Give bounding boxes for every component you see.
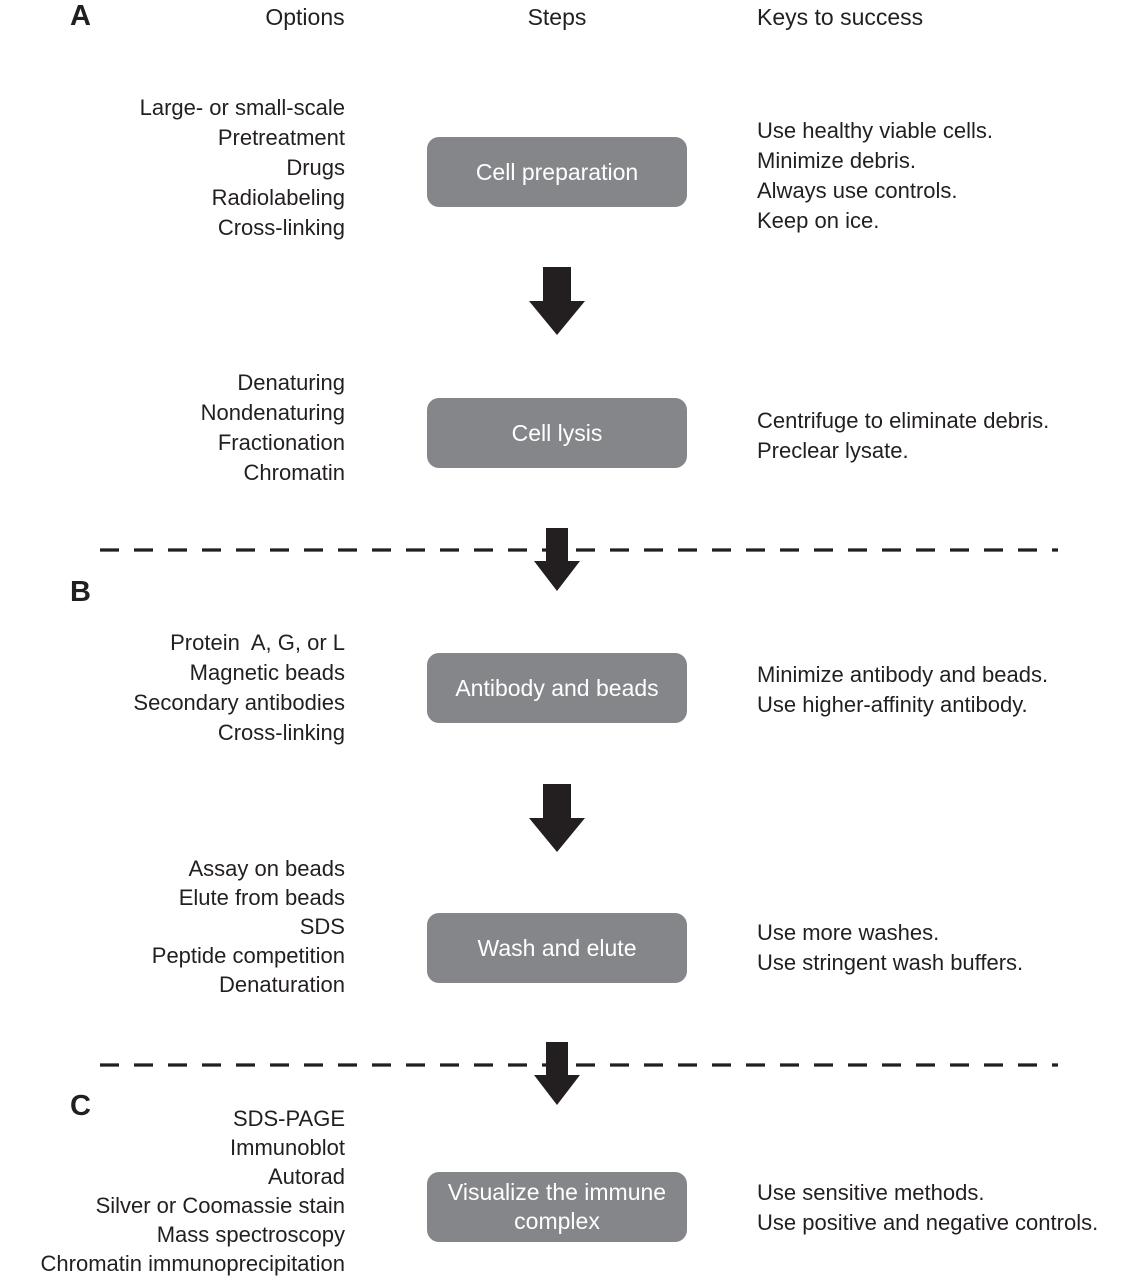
option-item: Denaturation — [219, 972, 345, 997]
key-item: Use stringent wash buffers. — [757, 950, 1024, 975]
option-item: SDS — [299, 914, 345, 939]
column-header-steps: Steps — [527, 4, 587, 30]
key-item: Use positive and negative controls. — [757, 1210, 1099, 1235]
arrow-down-icon — [534, 1042, 580, 1105]
options-list-antibody-beads: Protein A, G, or L Magnetic beads Second… — [0, 628, 345, 748]
key-item: Keep on ice. — [757, 208, 880, 233]
option-item: Silver or Coomassie stain — [95, 1193, 345, 1218]
section-divider-line — [100, 548, 1058, 552]
option-item: Nondenaturing — [200, 400, 345, 425]
option-item: Large- or small-scale — [139, 95, 345, 120]
option-item: Mass spectroscopy — [156, 1222, 345, 1247]
column-header-keys: Keys to success — [757, 4, 924, 30]
keys-list-cell-lysis: Centrifuge to eliminate debris. Preclear… — [757, 406, 1049, 466]
key-item: Always use controls. — [757, 178, 958, 203]
option-item: Radiolabeling — [211, 185, 345, 210]
option-item: Denaturing — [237, 370, 345, 395]
step-box-antibody-beads: Antibody and beads — [427, 653, 687, 723]
option-item: Magnetic beads — [189, 660, 345, 685]
key-item: Centrifuge to eliminate debris. — [757, 408, 1050, 433]
section-label-b: B — [70, 576, 92, 608]
keys-list-antibody-beads: Minimize antibody and beads. Use higher-… — [757, 660, 1048, 720]
key-item: Preclear lysate. — [757, 438, 909, 463]
option-item: Chromatin — [243, 460, 345, 485]
step-box-visualize: Visualize the immune complex — [427, 1172, 687, 1242]
option-item: Fractionation — [217, 430, 345, 455]
options-list-cell-lysis: Denaturing Nondenaturing Fractionation C… — [0, 368, 345, 488]
section-label-a: A — [70, 0, 92, 32]
arrow-down-icon — [534, 528, 580, 591]
options-list-visualize: SDS-PAGE Immunoblot Autorad Silver or Co… — [0, 1104, 345, 1278]
option-item: Secondary antibodies — [133, 690, 345, 715]
option-item: Chromatin immunoprecipitation — [40, 1251, 345, 1276]
arrow-down-icon — [529, 784, 585, 852]
step-box-wash-elute: Wash and elute — [427, 913, 687, 983]
key-item: Minimize debris. — [757, 148, 916, 173]
section-label-c: C — [70, 1090, 92, 1122]
key-item: Use more washes. — [757, 920, 940, 945]
arrow-down-icon — [529, 267, 585, 335]
options-list-cell-preparation: Large- or small-scale Pretreatment Drugs… — [0, 93, 345, 243]
key-item: Minimize antibody and beads. — [757, 662, 1049, 687]
key-item: Use higher-affinity antibody. — [757, 692, 1028, 717]
option-item: Immunoblot — [230, 1135, 345, 1160]
column-header-options: Options — [265, 4, 345, 30]
keys-list-wash-elute: Use more washes. Use stringent wash buff… — [757, 918, 1023, 978]
section-divider-line — [100, 1063, 1058, 1067]
step-box-cell-preparation: Cell preparation — [427, 137, 687, 207]
keys-list-visualize: Use sensitive methods. Use positive and … — [757, 1178, 1098, 1238]
option-item: Assay on beads — [188, 856, 345, 881]
option-item: Drugs — [286, 155, 345, 180]
keys-list-cell-preparation: Use healthy viable cells. Minimize debri… — [757, 116, 993, 236]
option-item: Autorad — [267, 1164, 345, 1189]
key-item: Use healthy viable cells. — [757, 118, 994, 143]
option-item: SDS-PAGE — [232, 1106, 345, 1131]
step-box-cell-lysis: Cell lysis — [427, 398, 687, 468]
option-item: Peptide competition — [151, 943, 345, 968]
option-item: Pretreatment — [217, 125, 345, 150]
option-item: Elute from beads — [178, 885, 345, 910]
option-item: Cross-linking — [217, 720, 345, 745]
option-item: Protein A, G, or L — [170, 630, 345, 655]
key-item: Use sensitive methods. — [757, 1180, 985, 1205]
options-list-wash-elute: Assay on beads Elute from beads SDS Pept… — [0, 854, 345, 999]
option-item: Cross-linking — [217, 215, 345, 240]
